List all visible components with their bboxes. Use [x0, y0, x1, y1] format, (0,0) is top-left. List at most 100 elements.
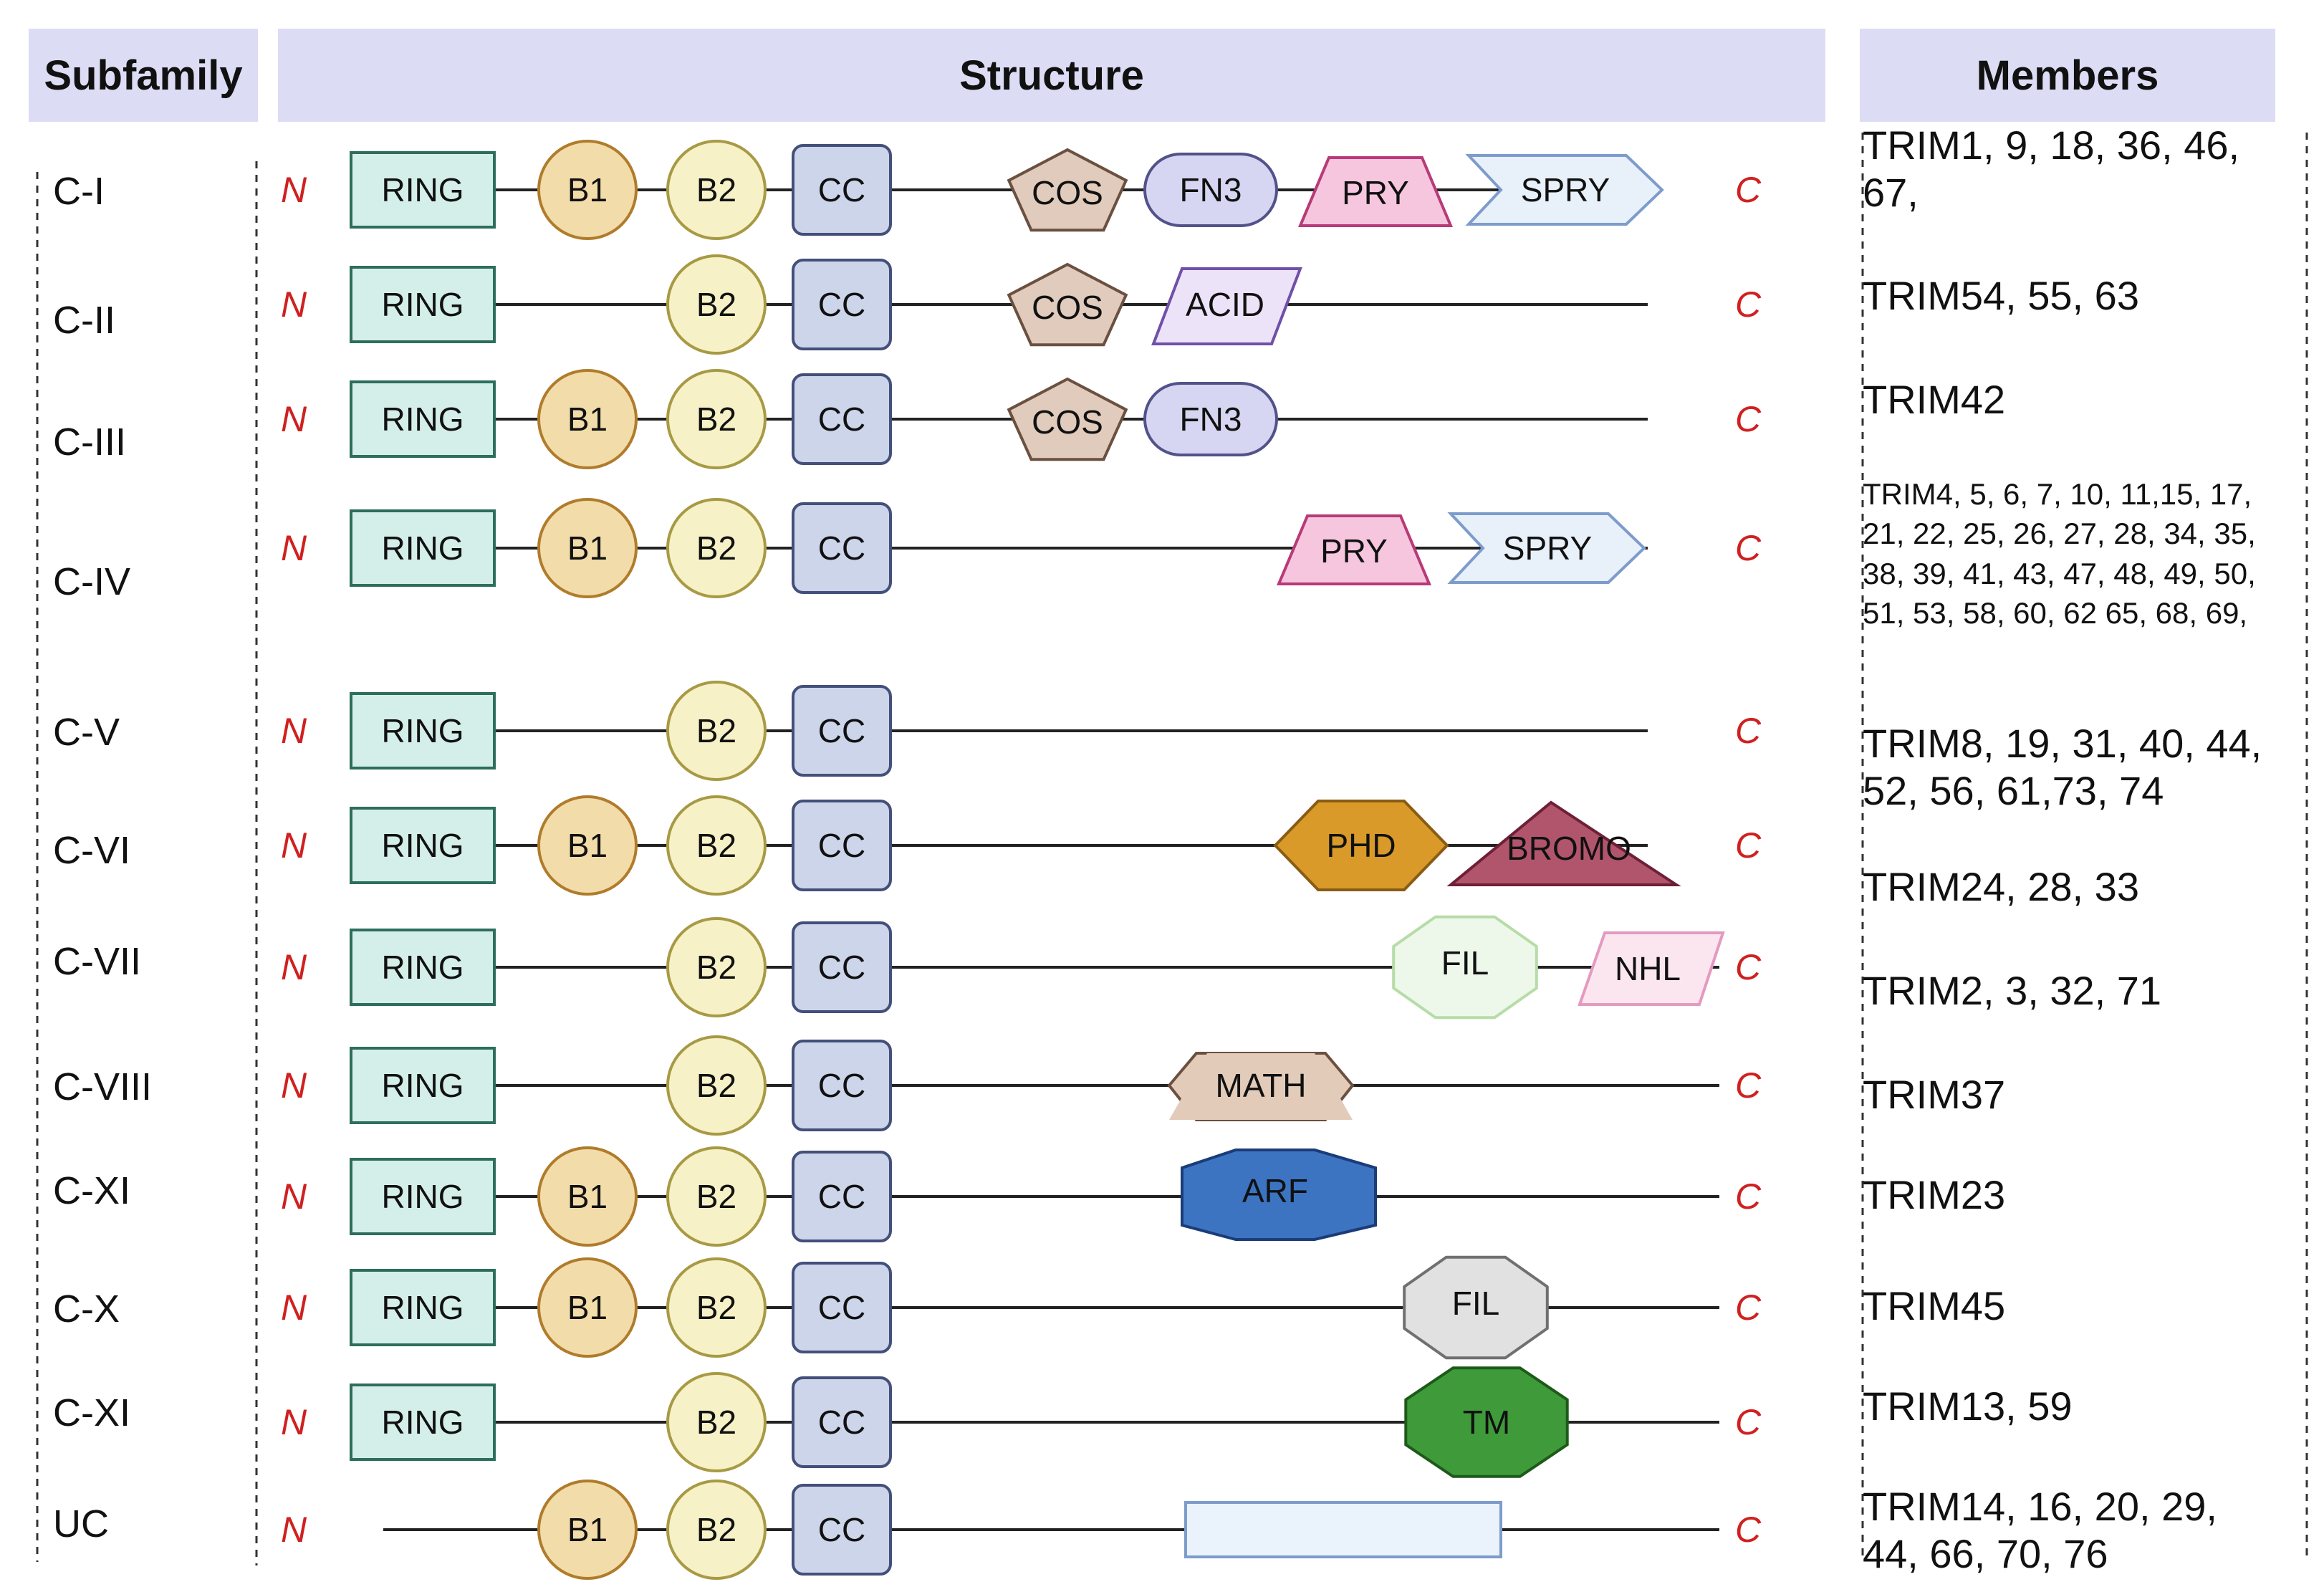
cc-domain: CC	[792, 1484, 892, 1576]
subfamily-label: C-II	[53, 299, 115, 342]
tm-domain: TM	[1404, 1366, 1569, 1478]
domain-label: RING	[382, 1289, 464, 1326]
n-terminus-label: N	[281, 1065, 307, 1106]
domain-label: CC	[818, 171, 865, 208]
domain-label: B2	[696, 1178, 736, 1215]
c-terminus-label: C	[1735, 1402, 1762, 1442]
ring-domain: RING	[350, 1158, 496, 1235]
c-terminus-label: C	[1735, 1510, 1762, 1550]
b1-domain: B1	[537, 1480, 638, 1580]
domain-label: CC	[818, 401, 865, 438]
n-terminus-label: N	[281, 1176, 307, 1217]
b1-domain: B1	[537, 369, 638, 469]
subfamily-label: C-IV	[53, 560, 130, 603]
domain-label: BROMO	[1507, 830, 1631, 867]
n-terminus-label: N	[281, 284, 307, 325]
domain-label: B2	[696, 1289, 736, 1326]
domain-label: RING	[382, 1067, 464, 1104]
domain-label: RING	[382, 712, 464, 749]
subfamily-label: C-VII	[53, 940, 142, 983]
subfamily-label: C-VIII	[53, 1065, 153, 1108]
b1-domain: B1	[537, 1146, 638, 1247]
domain-label: B2	[696, 949, 736, 986]
c-terminus-label: C	[1735, 399, 1762, 439]
domain-label: B2	[696, 827, 736, 864]
domain-label: RING	[382, 401, 464, 438]
domain-label: PHD	[1326, 827, 1396, 864]
domain-label: COS	[1032, 403, 1103, 441]
domain-label: COS	[1032, 174, 1103, 211]
domain-label: RING	[382, 827, 464, 864]
domain-label: PRY	[1320, 532, 1388, 570]
n-terminus-label: N	[281, 947, 307, 987]
domain-label: FN3	[1180, 171, 1242, 208]
ring-domain: RING	[350, 266, 496, 343]
arf-domain: ARF	[1181, 1149, 1377, 1241]
c-terminus-label: C	[1735, 528, 1762, 568]
cos-domain: COS	[1007, 148, 1128, 232]
ring-domain: RING	[350, 692, 496, 769]
domain-label: SPRY	[1503, 529, 1592, 567]
domain-label: FIL	[1452, 1285, 1499, 1322]
ring-domain: RING	[350, 1384, 496, 1461]
c-terminus-label: C	[1735, 825, 1762, 865]
b2-domain: B2	[666, 917, 767, 1017]
n-terminus-label: N	[281, 399, 307, 439]
members-text: TRIM13, 59	[1863, 1384, 2073, 1429]
acid-domain: ACID	[1151, 267, 1302, 345]
spry-domain: SPRY	[1447, 512, 1646, 584]
subfamily-label: C-VI	[53, 829, 130, 872]
n-terminus-label: N	[281, 825, 307, 865]
c-terminus-label: C	[1735, 1065, 1762, 1106]
ring-domain: RING	[350, 1047, 496, 1124]
domain-label: RING	[382, 1404, 464, 1441]
domain-label: PRY	[1342, 174, 1409, 211]
members-header: Members	[1860, 29, 2275, 122]
b2-domain: B2	[666, 1257, 767, 1358]
domain-label: CC	[818, 949, 865, 986]
domain-label: NHL	[1615, 950, 1681, 987]
cc-domain: CC	[792, 1040, 892, 1131]
domain-label: SPRY	[1521, 171, 1610, 208]
n-terminus-label: N	[281, 1402, 307, 1442]
b2-domain: B2	[666, 254, 767, 355]
domain-label: RING	[382, 1178, 464, 1215]
domain-label: CC	[818, 712, 865, 749]
cos-domain: COS	[1007, 377, 1128, 461]
cos-domain: COS	[1007, 262, 1128, 347]
members-text: TRIM2, 3, 32, 71	[1863, 968, 2162, 1013]
domain-label: B1	[567, 827, 608, 864]
domain-label: B1	[567, 529, 608, 567]
fn3-domain: FN3	[1143, 153, 1278, 227]
n-terminus-label: N	[281, 1287, 307, 1328]
n-terminus-label: N	[281, 711, 307, 751]
bromo-domain: BROMO	[1446, 800, 1681, 886]
math-domain: MATH	[1167, 1052, 1355, 1121]
subfamily-label: C-III	[53, 421, 126, 464]
ring-domain: RING	[350, 151, 496, 229]
subfamily-label: C-I	[53, 170, 105, 213]
b2-domain: B2	[666, 681, 767, 781]
members-text: TRIM14, 16, 20, 29, 44, 66, 70, 76	[1863, 1484, 2217, 1577]
cc-domain: CC	[792, 1151, 892, 1242]
domain-label: CC	[818, 827, 865, 864]
domain-label: B2	[696, 401, 736, 438]
pry-domain: PRY	[1276, 514, 1432, 585]
domain-label: ARF	[1242, 1172, 1308, 1209]
domain-label: FIL	[1441, 944, 1489, 982]
members-text: TRIM23	[1863, 1172, 2006, 1217]
subfamily-label: C-XI	[53, 1169, 130, 1212]
domain-label: B2	[696, 171, 736, 208]
cc-domain: CC	[792, 1376, 892, 1468]
domain-label: CC	[818, 529, 865, 567]
c-terminus-label: C	[1735, 284, 1762, 325]
subfamily-label: C-V	[53, 711, 120, 754]
